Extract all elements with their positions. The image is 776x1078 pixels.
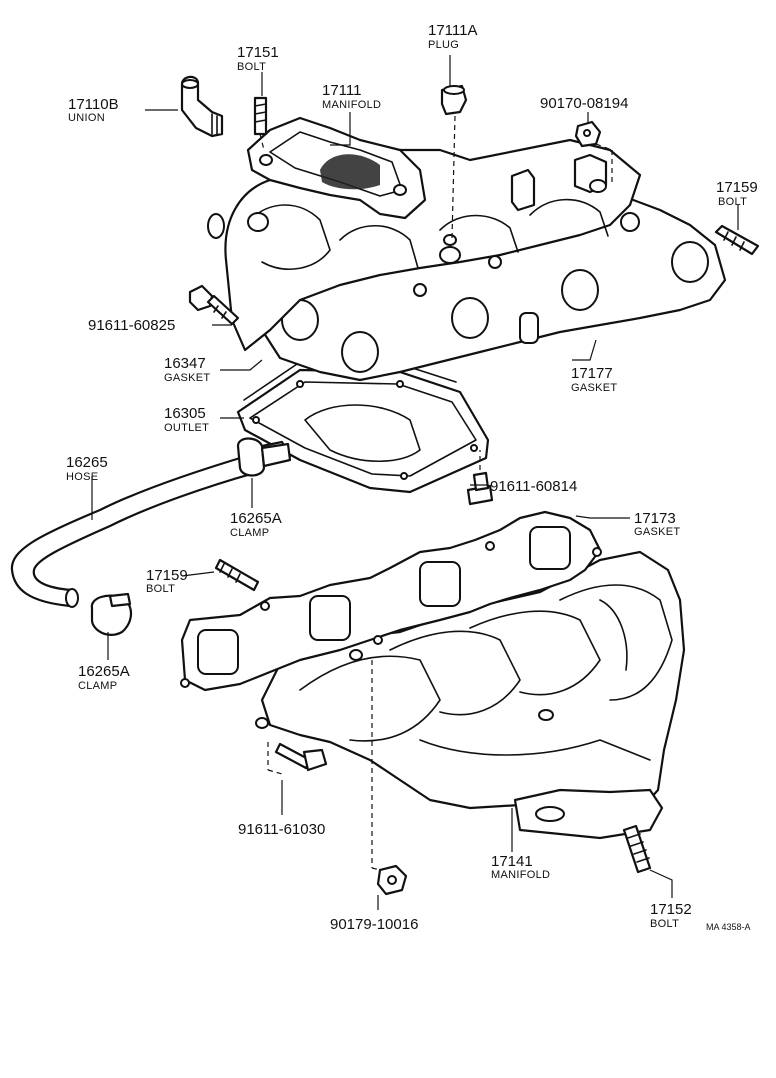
svg-text:GASKET: GASKET xyxy=(571,382,617,394)
svg-text:16265: 16265 xyxy=(66,454,108,471)
union-17110b-part xyxy=(180,75,224,138)
svg-text:CLAMP: CLAMP xyxy=(230,527,269,539)
label-hose-16265: 16265 HOSE xyxy=(66,454,108,483)
svg-text:17141: 17141 xyxy=(491,853,533,870)
svg-text:CLAMP: CLAMP xyxy=(78,680,117,692)
label-union-17110b: 17110B UNION xyxy=(68,96,119,124)
label-bolt-17159-lower: 17159 BOLT xyxy=(146,567,188,595)
label-gasket-17177: 17177 GASKET xyxy=(571,365,617,394)
svg-text:17159: 17159 xyxy=(146,567,188,584)
svg-text:17111: 17111 xyxy=(322,82,362,99)
svg-text:16305: 16305 xyxy=(164,405,206,422)
label-clamp-16265a-upper: 16265A CLAMP xyxy=(230,510,282,539)
label-nut-90179-10016: 90179-10016 xyxy=(330,916,418,933)
svg-text:91611-61030: 91611-61030 xyxy=(238,821,325,838)
svg-text:17177: 17177 xyxy=(571,365,613,382)
label-gasket-17173: 17173 GASKET xyxy=(634,510,680,538)
exhaust-gasket-17173 xyxy=(180,510,602,692)
label-bolt-17151: 17151 BOLT xyxy=(237,44,279,73)
svg-text:UNION: UNION xyxy=(68,112,105,124)
diagram-reference-code: MA 4358-A xyxy=(706,922,751,932)
svg-text:17152: 17152 xyxy=(650,901,692,918)
hose-16265-part xyxy=(10,453,260,608)
plug-17111a-part xyxy=(440,84,468,239)
label-bolt-91611-60814: 91611-60814 xyxy=(490,478,577,495)
svg-text:MANIFOLD: MANIFOLD xyxy=(491,869,550,881)
exhaust-manifold-17141 xyxy=(255,550,686,874)
bolt-91611-60814-part xyxy=(466,450,494,506)
leader-lines xyxy=(91,55,739,910)
svg-text:16265A: 16265A xyxy=(230,510,282,527)
label-manifold-17111: 17111 MANIFOLD xyxy=(322,82,381,111)
label-outlet-16305: 16305 OUTLET xyxy=(164,405,209,434)
label-bolt-91611-61030: 91611-61030 xyxy=(238,821,325,838)
nut-90170-08194-part xyxy=(574,120,613,182)
svg-text:BOLT: BOLT xyxy=(237,61,266,73)
bolt-17151-part xyxy=(253,96,268,151)
label-gasket-16347: 16347 GASKET xyxy=(164,355,210,384)
label-bolt-91611-60825: 91611-60825 xyxy=(88,317,175,334)
svg-text:PLUG: PLUG xyxy=(428,39,459,51)
svg-text:91611-60814: 91611-60814 xyxy=(490,478,577,495)
svg-text:OUTLET: OUTLET xyxy=(164,422,209,434)
svg-text:BOLT: BOLT xyxy=(146,583,175,595)
label-bolt-17152: 17152 BOLT xyxy=(650,901,692,930)
label-manifold-17141: 17141 MANIFOLD xyxy=(491,853,550,881)
stud-bolt-17159-lower xyxy=(214,558,260,592)
svg-text:GASKET: GASKET xyxy=(634,526,680,538)
clamp-16265a-lower-part xyxy=(90,592,133,636)
label-plug-17111a: 17111A PLUG xyxy=(428,22,478,51)
svg-text:MANIFOLD: MANIFOLD xyxy=(322,99,381,111)
svg-text:BOLT: BOLT xyxy=(718,196,747,208)
intake-manifold-17111 xyxy=(207,116,642,352)
label-nut-90170-08194: 90170-08194 xyxy=(540,95,628,112)
svg-text:16347: 16347 xyxy=(164,355,206,372)
nut-90179-10016-part xyxy=(371,660,408,896)
svg-text:17110B: 17110B xyxy=(68,96,119,113)
label-bolt-17159-upper: 17159 BOLT xyxy=(716,179,758,208)
svg-text:17173: 17173 xyxy=(634,510,676,527)
bolt-91611-61030-part xyxy=(267,742,328,775)
part-labels: 17110B UNION 17151 BOLT 17111 MANIFOLD 1… xyxy=(66,22,758,933)
svg-text:GASKET: GASKET xyxy=(164,372,210,384)
bolt-91611-60825-part xyxy=(188,284,240,326)
svg-text:90170-08194: 90170-08194 xyxy=(540,95,628,112)
svg-text:17111A: 17111A xyxy=(428,22,478,39)
clamp-16265a-upper-part xyxy=(236,437,292,477)
svg-text:17151: 17151 xyxy=(237,44,279,61)
svg-text:HOSE: HOSE xyxy=(66,471,98,483)
svg-text:90179-10016: 90179-10016 xyxy=(330,916,418,933)
bolt-17159-upper-part xyxy=(714,224,760,256)
svg-text:91611-60825: 91611-60825 xyxy=(88,317,175,334)
label-clamp-16265a-lower: 16265A CLAMP xyxy=(78,663,130,692)
svg-text:16265A: 16265A xyxy=(78,663,130,680)
stud-bolt-17152 xyxy=(622,824,652,874)
svg-text:BOLT: BOLT xyxy=(650,918,679,930)
svg-text:17159: 17159 xyxy=(716,179,758,196)
outlet-16305 xyxy=(236,368,490,494)
